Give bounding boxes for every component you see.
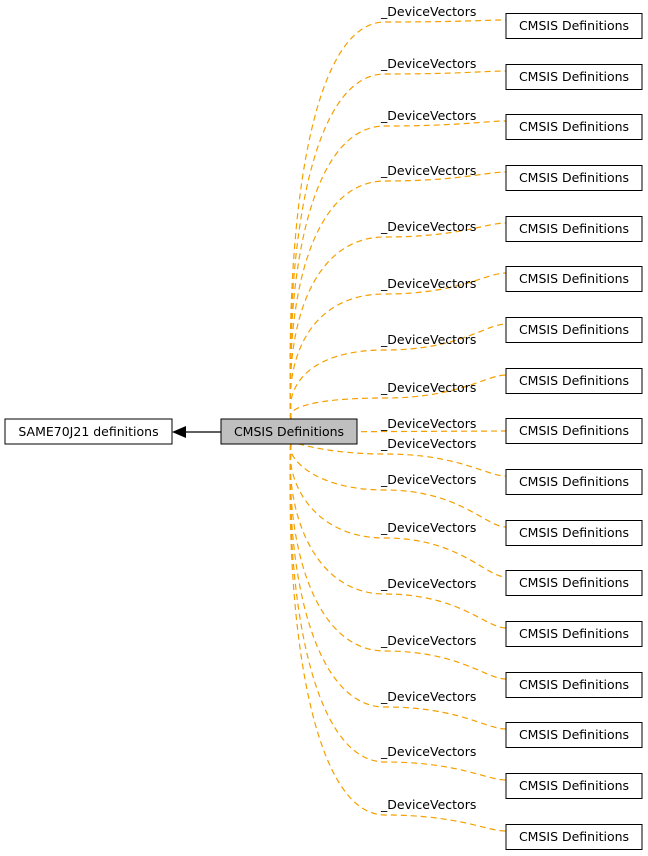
edge-label: _DeviceVectors (380, 744, 476, 759)
dependency-edge (289, 443, 507, 832)
node-label: CMSIS Definitions (234, 424, 344, 439)
edge-label: _DeviceVectors (380, 633, 476, 648)
child-node-cmsis-definitions[interactable]: CMSIS Definitions (505, 114, 643, 140)
arrowhead-icon (172, 426, 186, 438)
dependency-edge (289, 374, 507, 420)
dependency-edge (289, 443, 507, 629)
dependency-edge (289, 443, 507, 680)
node-same70j21-definitions[interactable]: SAME70J21 definitions (4, 418, 173, 445)
child-node-cmsis-definitions[interactable]: CMSIS Definitions (505, 266, 643, 292)
child-node-cmsis-definitions[interactable]: CMSIS Definitions (505, 469, 643, 495)
child-node-cmsis-definitions[interactable]: CMSIS Definitions (505, 773, 643, 799)
child-node-cmsis-definitions[interactable]: CMSIS Definitions (505, 368, 643, 394)
node-label: CMSIS Definitions (519, 322, 629, 337)
node-label: CMSIS Definitions (519, 423, 629, 438)
child-node-cmsis-definitions[interactable]: CMSIS Definitions (505, 722, 643, 748)
dependency-edge (289, 70, 507, 420)
edge-label: _DeviceVectors (380, 56, 476, 71)
node-label: CMSIS Definitions (519, 575, 629, 590)
node-label: CMSIS Definitions (519, 69, 629, 84)
dependency-edge (289, 441, 507, 477)
dependency-edge (289, 443, 507, 578)
node-label: CMSIS Definitions (519, 778, 629, 793)
node-label: CMSIS Definitions (519, 677, 629, 692)
dependency-edge (289, 443, 507, 528)
edge-label: _DeviceVectors (380, 380, 476, 395)
edge-label: _DeviceVectors (380, 689, 476, 704)
dependency-edge (289, 443, 507, 730)
child-node-cmsis-definitions[interactable]: CMSIS Definitions (505, 520, 643, 546)
edge-label: _DeviceVectors (380, 797, 476, 812)
edge-label: _DeviceVectors (380, 332, 476, 347)
edge-label: _DeviceVectors (380, 416, 476, 431)
child-node-cmsis-definitions[interactable]: CMSIS Definitions (505, 13, 643, 39)
node-label: SAME70J21 definitions (18, 424, 158, 439)
child-node-cmsis-definitions[interactable]: CMSIS Definitions (505, 621, 643, 647)
node-label: CMSIS Definitions (519, 474, 629, 489)
edge-label: _DeviceVectors (380, 520, 476, 535)
node-label: CMSIS Definitions (519, 170, 629, 185)
child-node-cmsis-definitions[interactable]: CMSIS Definitions (505, 570, 643, 596)
node-label: CMSIS Definitions (519, 221, 629, 236)
dependency-edge (289, 323, 507, 420)
child-node-cmsis-definitions[interactable]: CMSIS Definitions (505, 216, 643, 242)
node-current-cmsis-definitions[interactable]: CMSIS Definitions (220, 418, 358, 445)
child-node-cmsis-definitions[interactable]: CMSIS Definitions (505, 418, 643, 444)
node-label: CMSIS Definitions (519, 18, 629, 33)
node-label: CMSIS Definitions (519, 829, 629, 844)
edge-label: _DeviceVectors (380, 436, 476, 451)
child-node-cmsis-definitions[interactable]: CMSIS Definitions (505, 317, 643, 343)
edge-labels-layer: _DeviceVectors _DeviceVectors _DeviceVecto… (380, 4, 476, 812)
node-label: CMSIS Definitions (519, 727, 629, 742)
node-label: CMSIS Definitions (519, 119, 629, 134)
child-node-cmsis-definitions[interactable]: CMSIS Definitions (505, 165, 643, 191)
dependency-edge (289, 171, 507, 420)
edge-label: _DeviceVectors (380, 219, 476, 234)
dependency-edge (289, 120, 507, 420)
edge-label: _DeviceVectors (380, 276, 476, 291)
child-node-cmsis-definitions[interactable]: CMSIS Definitions (505, 824, 643, 850)
dependency-edge (289, 19, 507, 420)
edges-layer (289, 19, 507, 832)
edge-label: _DeviceVectors (380, 4, 476, 19)
edge-label: _DeviceVectors (380, 108, 476, 123)
dependency-edge (289, 443, 507, 781)
edge-label: _DeviceVectors (380, 163, 476, 178)
child-node-cmsis-definitions[interactable]: CMSIS Definitions (505, 672, 643, 698)
edge-label: _DeviceVectors (380, 576, 476, 591)
node-label: CMSIS Definitions (519, 525, 629, 540)
dependency-edge (289, 222, 507, 420)
node-label: CMSIS Definitions (519, 373, 629, 388)
child-node-cmsis-definitions[interactable]: CMSIS Definitions (505, 64, 643, 90)
node-label: CMSIS Definitions (519, 626, 629, 641)
dependency-edge (289, 272, 507, 420)
edge-label: _DeviceVectors (380, 472, 476, 487)
node-label: CMSIS Definitions (519, 271, 629, 286)
